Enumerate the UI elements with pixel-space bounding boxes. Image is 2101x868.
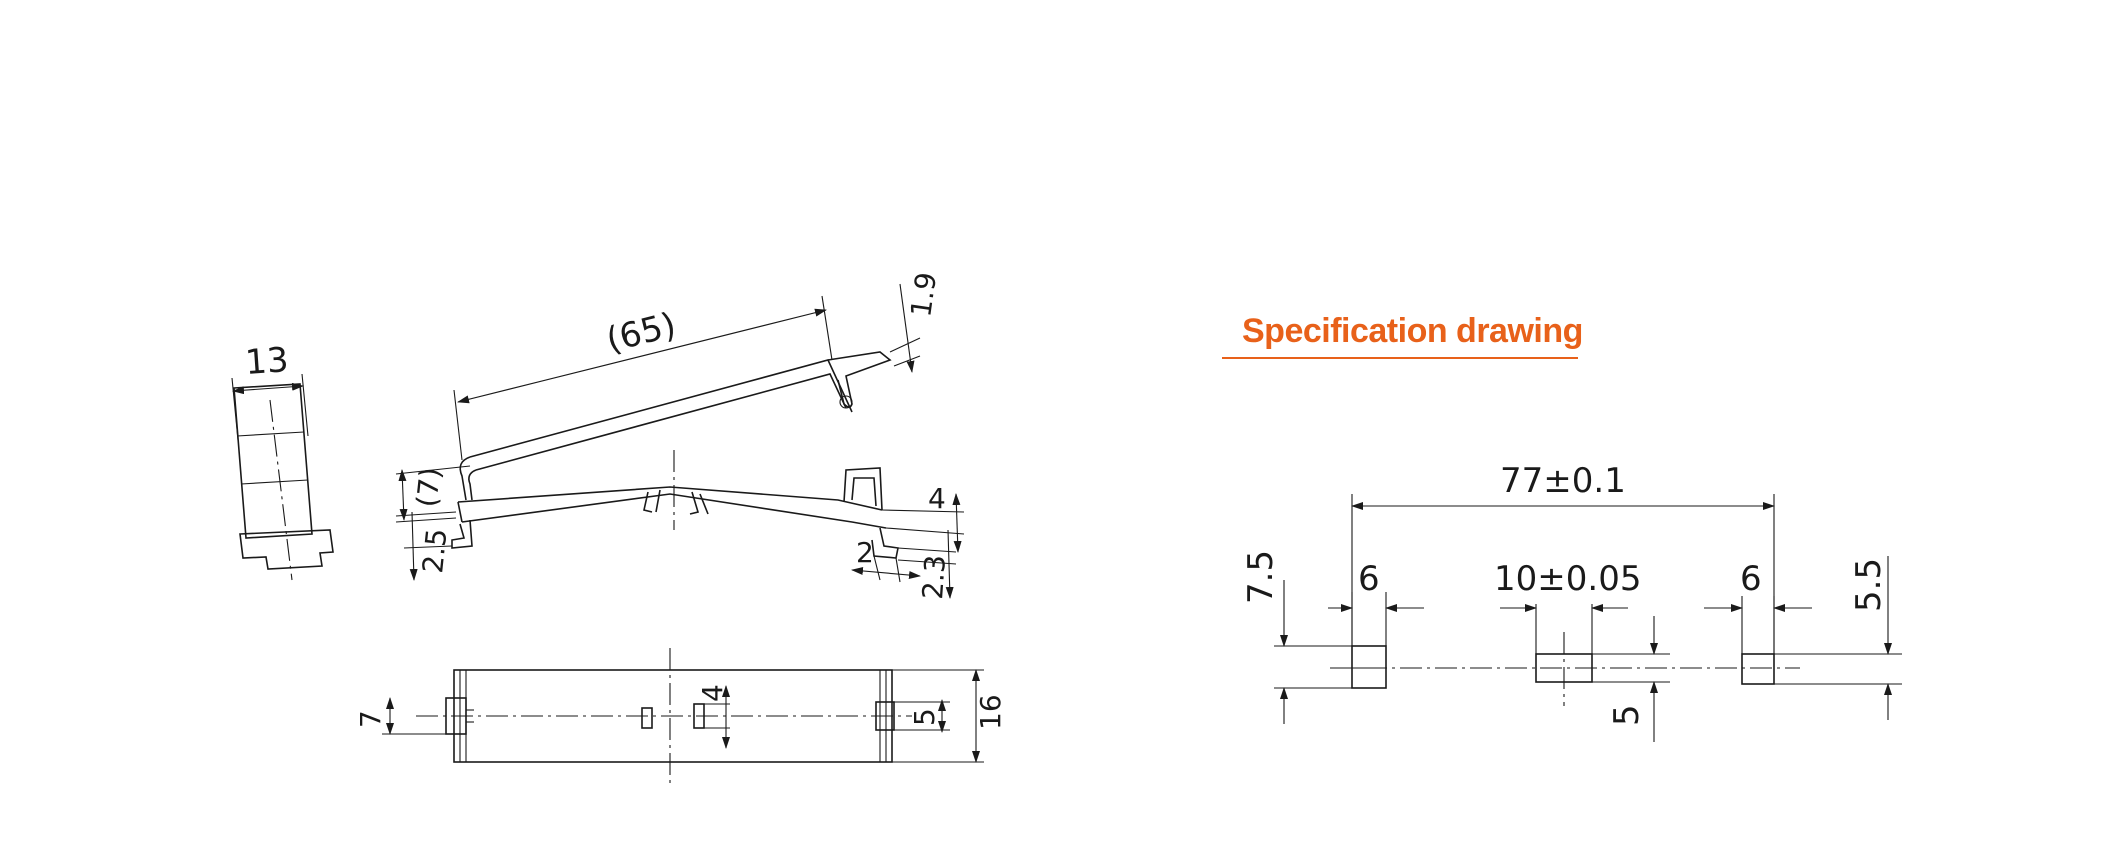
side-view-length-label: (65): [603, 305, 680, 361]
side-view-tab-thickness-label: 1.9: [904, 270, 943, 319]
spec-section-title: Specification drawing: [1242, 312, 1583, 350]
spec-center-pad-width-label: 10±0.05: [1494, 559, 1641, 599]
side-view-right-height-label: 4: [928, 482, 946, 515]
spec-left-pad-width-label: 6: [1358, 559, 1380, 599]
end-view: 13: [231, 340, 334, 581]
side-view-foot-height-label: 2.5: [416, 527, 453, 575]
spec-left-height-label: 7.5: [1241, 550, 1281, 604]
top-view-width-label: 16: [974, 694, 1007, 730]
top-view-right-tab-label: 5: [908, 708, 941, 726]
side-view: (65) 1.9 (7) 2.5 4 2 2.3: [395, 270, 965, 601]
spec-right-pad-width-label: 6: [1740, 559, 1762, 599]
spec-pitch-label: 77±0.1: [1500, 461, 1626, 501]
spec-title-underline: [1222, 357, 1578, 359]
top-view-slot-label: 4: [696, 684, 729, 702]
spec-center-height-label: 5: [1607, 704, 1647, 726]
side-view-height-label: (7): [410, 466, 447, 509]
spec-drawing: 77±0.1 6 10±0.05 6 7.5 5.5: [1241, 461, 1902, 742]
top-view-left-offset-label: 7: [354, 710, 387, 728]
side-view-hook-height-label: 2.3: [916, 554, 952, 601]
top-view: 7 4 5 16: [354, 648, 1007, 786]
spec-right-height-label: 5.5: [1849, 558, 1889, 612]
side-view-hook-width-label: 2: [856, 536, 874, 569]
end-view-width-label: 13: [244, 340, 290, 383]
